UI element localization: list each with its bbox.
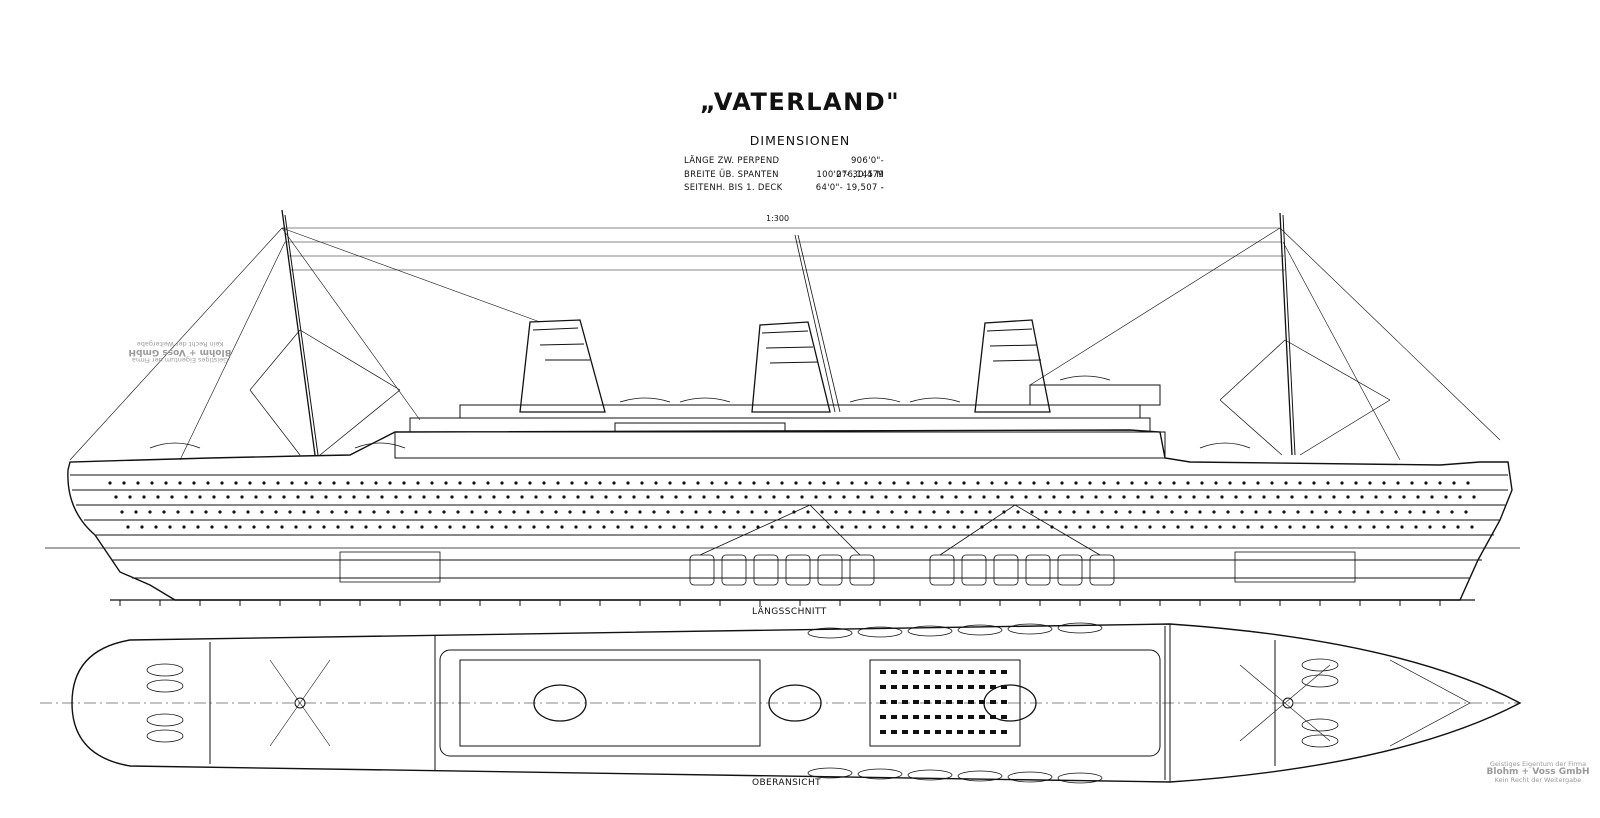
- funnel-3: [974, 319, 1051, 413]
- profile-caption: LÄNGSSCHNITT: [752, 607, 827, 617]
- plan-caption: OBERANSICHT: [752, 778, 822, 788]
- main-mast: [1279, 212, 1293, 456]
- hull-plan: [71, 623, 1522, 783]
- dimensions-heading: DIMENSIONEN: [749, 133, 851, 148]
- dimension-value: 906'0"- 276,145 M: [836, 156, 884, 180]
- ownership-stamp: Geistiges Eigentum der Firma Blohm + Vos…: [1486, 760, 1590, 784]
- dimension-row: LÄNGE ZW. PERPEND 906'0"- 276,145 M: [684, 155, 884, 180]
- dimension-label: SEITENH. BIS 1. DECK: [684, 183, 783, 193]
- hull-profile: [67, 429, 1513, 601]
- dimension-row: BREITE ÜB. SPANTEN 100'0"- 30,479 -: [684, 169, 884, 194]
- ownership-stamp: Geistiges Eigentum der Firma Blohm + Vos…: [128, 340, 232, 364]
- dimension-value: 100'0"- 30,479 -: [816, 169, 884, 194]
- dimension-row: SEITENH. BIS 1. DECK 64'0"- 19,507 -: [684, 182, 884, 196]
- dimension-label: LÄNGE ZW. PERPEND: [684, 156, 780, 166]
- funnel-1: [519, 319, 606, 413]
- plan-view: [40, 622, 1522, 784]
- drawing-title: „VATERLAND": [699, 88, 901, 116]
- dimension-label: BREITE ÜB. SPANTEN: [684, 169, 779, 180]
- scale-label: 1:300: [766, 214, 790, 223]
- dimensions-table: LÄNGE ZW. PERPEND 906'0"- 276,145 M BREI…: [684, 155, 884, 196]
- funnel-2: [751, 321, 831, 413]
- dimension-value: 64'0"- 19,507 -: [815, 183, 884, 193]
- fore-mast: [281, 209, 316, 456]
- funnel-2-plan: [768, 684, 822, 722]
- funnel-1-plan: [533, 684, 587, 722]
- profile-view: [45, 209, 1520, 606]
